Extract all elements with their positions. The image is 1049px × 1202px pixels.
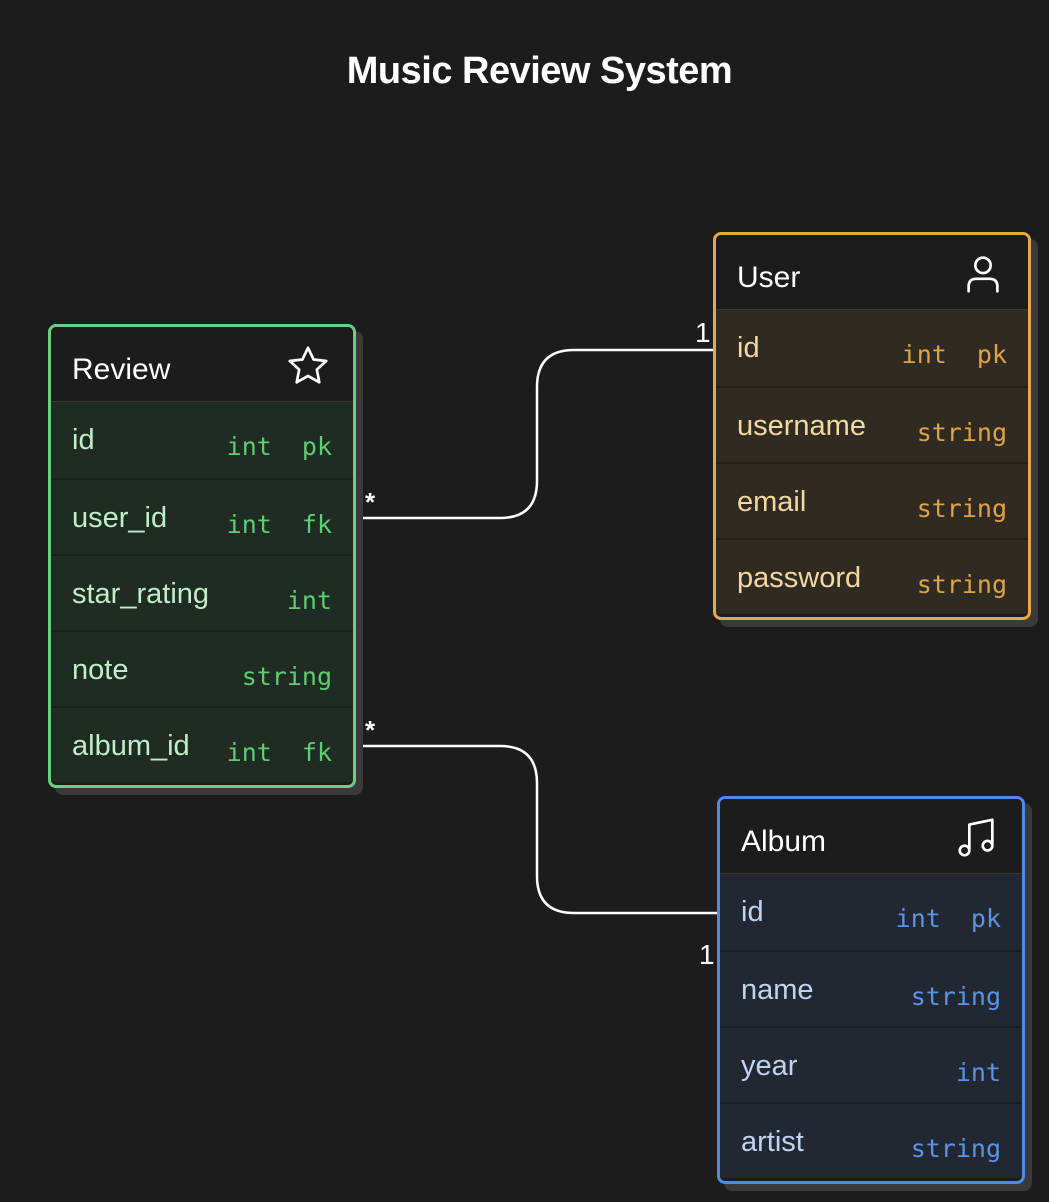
entity-name: User	[737, 261, 801, 294]
cardinality-label: 1	[699, 939, 715, 970]
field-name: email	[737, 486, 807, 518]
field-type: string	[916, 418, 1007, 447]
field-name: star_rating	[72, 578, 210, 610]
field-name: album_id	[72, 730, 190, 762]
field-row-note: note string	[51, 630, 353, 706]
field-type: int	[286, 586, 332, 615]
field-name: year	[741, 1050, 798, 1082]
cardinality-label: 1	[695, 317, 711, 348]
field-type: int pk	[901, 340, 1007, 369]
field-name: id	[741, 896, 764, 928]
field-type: int fk	[226, 738, 332, 767]
field-row-email: email string	[716, 462, 1028, 538]
review-album-connector	[343, 744, 729, 915]
field-name: name	[741, 974, 814, 1006]
field-name: id	[737, 332, 760, 364]
field-row-album-id: album_id int fk	[51, 706, 353, 782]
entity-header: Album	[720, 799, 1022, 874]
field-type: string	[241, 662, 332, 691]
star-icon	[288, 346, 328, 384]
field-name: note	[72, 654, 129, 686]
field-type: int	[955, 1058, 1001, 1087]
field-row-id: id int pk	[720, 874, 1022, 950]
diagram-title: Music Review System	[346, 50, 733, 92]
field-type: string	[910, 982, 1001, 1011]
field-name: username	[737, 410, 866, 442]
field-row-username: username string	[716, 386, 1028, 462]
field-row-year: year int	[720, 1026, 1022, 1102]
person-icon	[967, 256, 999, 293]
field-type: int fk	[226, 510, 332, 539]
entity-name: Album	[741, 825, 827, 858]
field-row-artist: artist string	[720, 1102, 1022, 1178]
field-type: string	[910, 1134, 1001, 1163]
cardinality-label: *	[365, 715, 376, 745]
field-type: string	[916, 570, 1007, 599]
entity-album[interactable]: Album id int pk name string year int art…	[717, 796, 1025, 1184]
field-row-id: id int pk	[51, 402, 353, 478]
field-row-password: password string	[716, 538, 1028, 614]
field-type: int pk	[895, 904, 1001, 933]
field-type: int pk	[226, 432, 332, 461]
music-note-icon	[958, 818, 994, 857]
entity-header: Review	[51, 327, 353, 402]
field-row-star-rating: star_rating int	[51, 554, 353, 630]
field-name: artist	[741, 1126, 804, 1158]
field-row-id: id int pk	[716, 310, 1028, 386]
field-name: password	[737, 562, 862, 594]
cardinality-label: *	[365, 487, 376, 517]
field-row-user-id: user_id int fk	[51, 478, 353, 554]
field-name: id	[72, 424, 95, 456]
entity-user[interactable]: User id int pk username string email str…	[713, 232, 1031, 620]
entity-header: User	[716, 235, 1028, 310]
entity-review[interactable]: Review id int pk user_id int fk star_rat…	[48, 324, 356, 788]
field-row-name: name string	[720, 950, 1022, 1026]
entity-name: Review	[72, 353, 171, 386]
field-name: user_id	[72, 502, 168, 534]
field-type: string	[916, 494, 1007, 523]
review-user-connector	[343, 348, 723, 520]
